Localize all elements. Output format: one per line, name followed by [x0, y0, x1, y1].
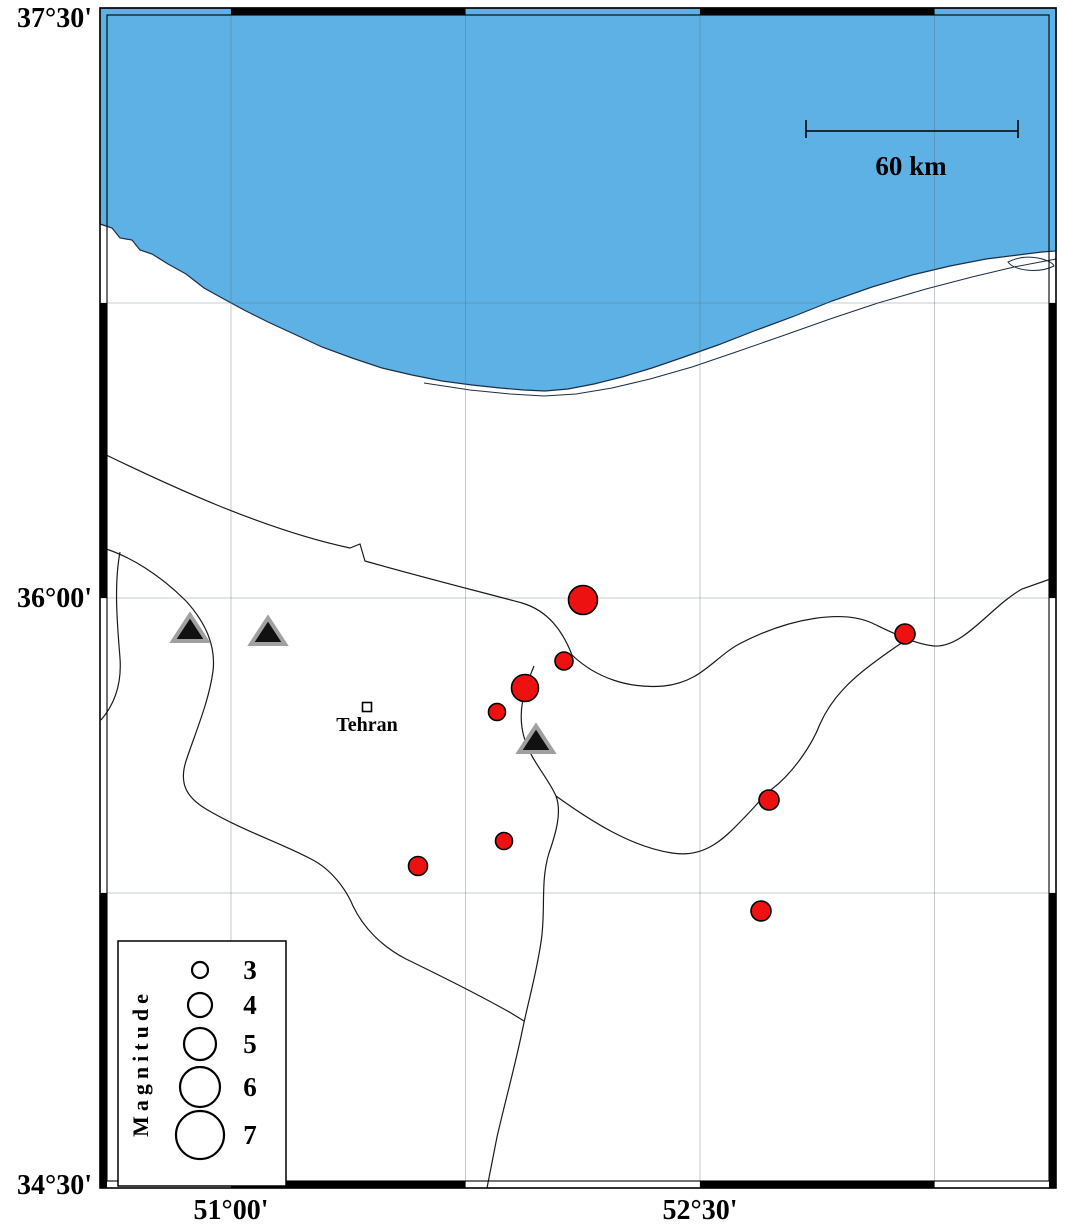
earthquake-layer — [407, 584, 916, 922]
legend-label-magnitude-4: 4 — [243, 990, 257, 1020]
legend-label-magnitude-5: 5 — [243, 1029, 257, 1059]
lat-label-top: 37°30' — [17, 3, 92, 34]
lagoon-outline — [1007, 256, 1055, 271]
legend-circle-magnitude-4 — [186, 991, 214, 1019]
admin-boundaries — [99, 451, 1057, 1189]
city-label: Tehran — [336, 714, 398, 736]
earthquake-marker — [567, 584, 599, 616]
legend-label-magnitude-6: 6 — [243, 1072, 257, 1102]
earthquake-marker — [750, 900, 772, 922]
earthquake-marker — [894, 623, 916, 645]
legend-circle-magnitude-3 — [190, 960, 210, 980]
scale-bar-label: 60 km — [875, 151, 947, 181]
earthquake-marker — [554, 651, 574, 671]
lat-label-bottom: 34°30' — [17, 1170, 92, 1201]
legend-entries: 3 4 5 6 7 — [174, 955, 257, 1161]
lon-label-left: 51°00' — [194, 1195, 269, 1224]
legend-circle-magnitude-7 — [174, 1109, 226, 1161]
legend-label-magnitude-3: 3 — [243, 955, 257, 985]
scale-bar — [805, 120, 1019, 138]
lat-label-middle: 36°00' — [17, 583, 92, 614]
legend-title: Magnitude — [128, 989, 153, 1137]
graticule-gridlines — [100, 8, 1056, 1188]
legend-label-magnitude-7: 7 — [243, 1120, 257, 1150]
earthquake-marker — [407, 855, 429, 877]
earthquake-marker — [510, 673, 540, 703]
map-frame — [99, 7, 1057, 1189]
earthquake-marker — [487, 702, 507, 722]
volcano-layer — [169, 611, 557, 754]
legend-circle-magnitude-5 — [182, 1026, 218, 1062]
volcano-marker — [247, 614, 289, 646]
earthquake-marker — [758, 789, 780, 811]
city-marker-square — [361, 701, 373, 713]
volcano-marker — [515, 722, 557, 754]
legend-circle-magnitude-6 — [178, 1065, 222, 1109]
lon-label-right: 52°30' — [663, 1195, 738, 1224]
earthquake-marker — [494, 831, 514, 851]
shoreline-secondary — [423, 258, 1057, 397]
volcano-marker — [169, 611, 211, 643]
magnitude-legend: Magnitude 3 4 5 6 7 — [117, 940, 287, 1187]
caspian-sea — [99, 7, 1057, 392]
